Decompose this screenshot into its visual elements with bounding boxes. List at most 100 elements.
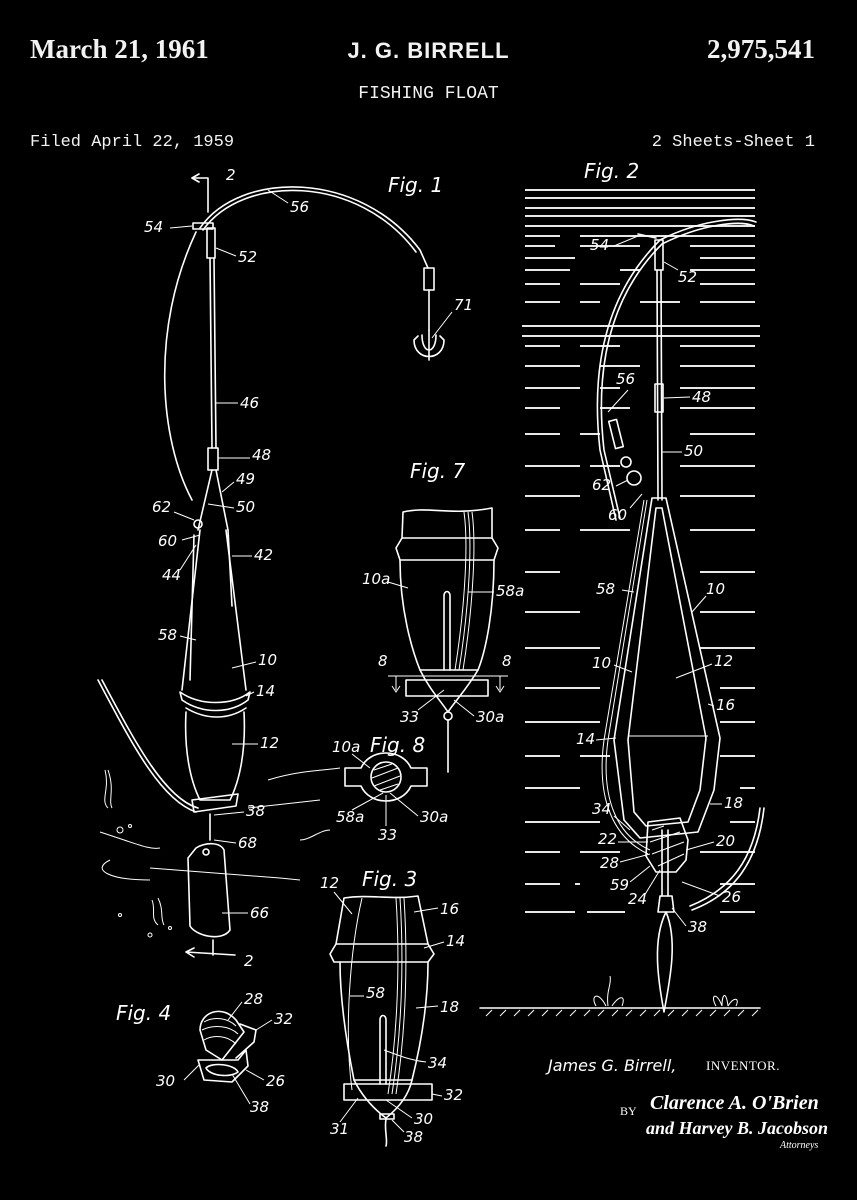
figure-8: Fig. 8 10a 58a 33 30a: [332, 733, 448, 844]
svg-text:10: 10: [706, 580, 725, 598]
inventor-name: James G. Birrell,: [548, 1056, 677, 1075]
plug-28: [199, 1010, 245, 1061]
svg-text:26: 26: [722, 888, 741, 906]
svg-text:56: 56: [616, 370, 635, 388]
svg-text:34: 34: [592, 800, 611, 818]
svg-text:32: 32: [274, 1010, 293, 1028]
weed-icon: [104, 769, 165, 926]
svg-text:66: 66: [250, 904, 269, 922]
sleeve-48: [654, 383, 664, 413]
svg-text:59: 59: [610, 876, 629, 894]
svg-text:10: 10: [592, 654, 611, 672]
svg-text:8: 8: [378, 652, 388, 670]
float-body-10a: [399, 559, 495, 671]
water-surface: [522, 189, 760, 913]
svg-text:10: 10: [258, 651, 277, 669]
svg-text:62: 62: [152, 498, 171, 516]
svg-text:52: 52: [238, 248, 257, 266]
svg-text:38: 38: [688, 918, 707, 936]
ref-2-top: 2: [226, 166, 236, 184]
svg-text:58: 58: [366, 984, 385, 1002]
svg-text:44: 44: [162, 566, 181, 584]
svg-text:26: 26: [266, 1072, 285, 1090]
svg-text:28: 28: [244, 990, 263, 1008]
svg-text:33: 33: [400, 708, 419, 726]
svg-text:16: 16: [716, 696, 735, 714]
svg-text:58: 58: [596, 580, 615, 598]
figure-1: Fig. 1 2 56 71 54 52 46 48 49: [97, 166, 473, 970]
svg-text:30: 30: [156, 1072, 175, 1090]
svg-text:20: 20: [716, 832, 735, 850]
svg-text:38: 38: [246, 802, 265, 820]
svg-text:8: 8: [502, 652, 512, 670]
float-body-10: [181, 529, 247, 691]
svg-text:58: 58: [158, 626, 177, 644]
plant-icon: [593, 975, 738, 1007]
figure-3: Fig. 3 12 16 14 58 18 34 32 31 30 38: [320, 867, 465, 1147]
figure-2: Fig. 2 56 54 52 48 50 62 60: [479, 159, 765, 1017]
treble-hook-icon: [413, 329, 445, 361]
sheet-count: 2 Sheets-Sheet 1: [651, 133, 815, 152]
section-arrow-icon: [191, 177, 209, 213]
figure-1-label: Fig. 1: [388, 173, 443, 197]
filed-date: Filed April 22, 1959: [30, 133, 235, 152]
float-cross-section: [613, 497, 721, 839]
svg-text:24: 24: [628, 890, 647, 908]
svg-text:38: 38: [404, 1128, 423, 1146]
svg-text:30a: 30a: [420, 808, 448, 826]
svg-text:12: 12: [714, 652, 733, 670]
svg-text:48: 48: [692, 388, 711, 406]
issue-date: March 21, 1961: [30, 34, 209, 64]
figure-2-label: Fig. 2: [584, 159, 639, 183]
svg-text:18: 18: [724, 794, 743, 812]
svg-text:50: 50: [236, 498, 255, 516]
fishing-line-56: [596, 218, 757, 521]
svg-text:18: 18: [440, 998, 459, 1016]
figure-4: Fig. 4 28 32 30 26 38: [116, 990, 293, 1116]
svg-text:30a: 30a: [476, 708, 504, 726]
svg-text:2: 2: [244, 952, 254, 970]
svg-text:32: 32: [444, 1086, 463, 1104]
svg-text:42: 42: [254, 546, 273, 564]
attorney-signature-2: and Harvey B. Jacobson: [646, 1118, 828, 1138]
svg-text:28: 28: [600, 854, 619, 872]
inventor-role: INVENTOR.: [706, 1058, 780, 1073]
figure-4-label: Fig. 4: [116, 1001, 171, 1025]
figure-3-label: Fig. 3: [362, 867, 417, 891]
svg-text:30: 30: [414, 1110, 433, 1128]
inventor-header: J. G. BIRRELL: [347, 38, 510, 63]
svg-text:22: 22: [598, 830, 617, 848]
svg-text:71: 71: [454, 296, 473, 314]
figure-7-label: Fig. 7: [410, 459, 465, 483]
svg-text:16: 16: [440, 900, 459, 918]
svg-text:12: 12: [320, 874, 339, 892]
plug-section: [645, 817, 689, 873]
svg-text:54: 54: [590, 236, 609, 254]
svg-text:50: 50: [684, 442, 703, 460]
attorney-signature-1: Clarence A. O'Brien: [650, 1092, 819, 1114]
svg-text:12: 12: [260, 734, 279, 752]
svg-text:68: 68: [238, 834, 257, 852]
svg-text:58a: 58a: [336, 808, 364, 826]
stem-46: [209, 257, 217, 449]
fishing-line-56: [199, 186, 429, 269]
section-arrow-icon: [185, 939, 236, 958]
sinker-66: [187, 842, 231, 938]
svg-text:33: 33: [378, 826, 397, 844]
svg-text:14: 14: [576, 730, 595, 748]
svg-text:60: 60: [158, 532, 177, 550]
svg-text:56: 56: [290, 198, 309, 216]
svg-text:49: 49: [236, 470, 255, 488]
svg-text:58a: 58a: [496, 582, 524, 600]
svg-text:52: 52: [678, 268, 697, 286]
by-label: BY: [620, 1104, 637, 1118]
attorneys-label: Attorneys: [780, 1140, 819, 1151]
svg-text:46: 46: [240, 394, 259, 412]
sinker-icon: [656, 911, 674, 1013]
svg-text:62: 62: [592, 476, 611, 494]
patent-title: FISHING FLOAT: [358, 84, 499, 104]
stem-52: [654, 239, 664, 271]
float-body-18: [339, 961, 429, 1081]
svg-text:10a: 10a: [332, 738, 360, 756]
